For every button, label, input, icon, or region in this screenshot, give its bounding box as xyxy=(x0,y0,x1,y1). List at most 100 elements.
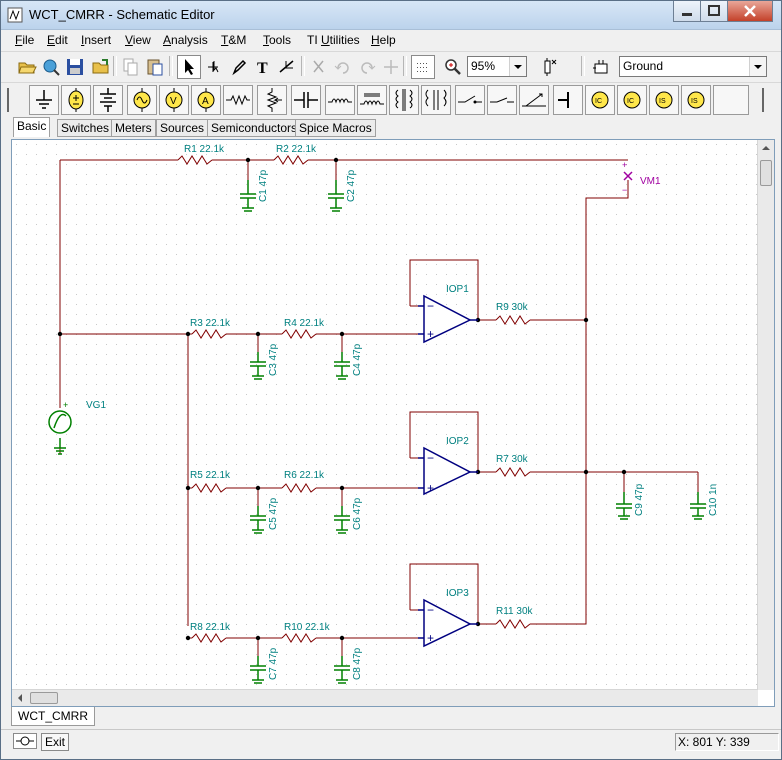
tab-sources[interactable]: Sources xyxy=(156,119,209,137)
palette-empty-slot[interactable] xyxy=(713,85,749,115)
exit-button[interactable]: Exit xyxy=(41,733,70,751)
resistor-r2[interactable] xyxy=(273,155,309,165)
capacitor-c10[interactable] xyxy=(690,492,706,520)
scroll-up-icon[interactable] xyxy=(758,140,774,156)
tab-spice-macros[interactable]: Spice Macros xyxy=(295,119,376,137)
resistor-r1[interactable] xyxy=(177,155,213,165)
zoom-button[interactable] xyxy=(441,55,465,79)
tab-semiconductors[interactable]: Semiconductors xyxy=(207,119,302,137)
palette-current-source-1[interactable]: IS xyxy=(649,85,679,115)
menu-edit[interactable]: Edit xyxy=(47,33,68,47)
resistor-r5[interactable] xyxy=(191,483,227,493)
cut-button[interactable] xyxy=(307,55,331,79)
palette-varactor[interactable] xyxy=(519,85,549,115)
palette-potentiometer[interactable] xyxy=(257,85,287,115)
palette-dc-voltage[interactable] xyxy=(93,85,123,115)
palette-sine-source[interactable] xyxy=(127,85,157,115)
select-tool-button[interactable] xyxy=(177,55,201,79)
capacitor-c6[interactable] xyxy=(334,506,350,534)
voltmeter-vm1[interactable]: + − xyxy=(622,160,633,195)
schematic-view-icon[interactable] xyxy=(13,733,37,749)
capacitor-c1[interactable] xyxy=(240,180,256,212)
resistor-r9[interactable] xyxy=(495,315,531,325)
palette-inductor[interactable] xyxy=(325,85,355,115)
place-component-button[interactable] xyxy=(537,55,561,79)
sheet-tab[interactable]: WCT_CMRR xyxy=(11,707,95,726)
palette-ammeter[interactable]: A xyxy=(191,85,221,115)
palette-scroll-right[interactable] xyxy=(759,85,771,115)
palette-switch-2[interactable] xyxy=(487,85,517,115)
source-vg1[interactable]: + xyxy=(48,400,72,455)
menu-view[interactable]: View xyxy=(125,33,151,47)
capacitor-c8[interactable] xyxy=(334,656,350,684)
zoom-select[interactable]: 95% xyxy=(467,56,527,77)
capacitor-c5[interactable] xyxy=(250,506,266,534)
palette-resistor[interactable] xyxy=(223,85,253,115)
grid-toggle-button[interactable] xyxy=(411,55,435,79)
palette-scroll-left[interactable] xyxy=(5,85,15,115)
palette-transformer[interactable] xyxy=(389,85,419,115)
tab-basic[interactable]: Basic xyxy=(13,117,51,137)
vertical-scrollbar[interactable] xyxy=(757,140,774,690)
resistor-r3[interactable] xyxy=(191,329,227,339)
close-button[interactable] xyxy=(727,1,773,22)
paste-button[interactable] xyxy=(143,55,167,79)
capacitor-c3[interactable] xyxy=(250,352,266,380)
text-tool-button[interactable]: T xyxy=(251,55,275,79)
palette-terminal[interactable] xyxy=(553,85,583,115)
maximize-button[interactable] xyxy=(700,1,728,22)
menu-ti-utilities[interactable]: TI Utilities xyxy=(307,33,360,47)
resistor-r8[interactable] xyxy=(191,633,227,643)
scroll-left-icon[interactable] xyxy=(12,690,28,706)
resistor-r6[interactable] xyxy=(281,483,317,493)
save-button[interactable] xyxy=(63,55,87,79)
opamp-iop3[interactable] xyxy=(418,598,478,648)
resistor-r4[interactable] xyxy=(281,329,317,339)
capacitor-c7[interactable] xyxy=(250,656,266,684)
menu-analysis[interactable]: Analysis xyxy=(163,33,208,47)
minimize-button[interactable] xyxy=(673,1,701,22)
open-project-button[interactable] xyxy=(89,55,113,79)
opamp-iop2[interactable] xyxy=(418,446,478,496)
schematic-drawing[interactable]: − + − + − + + + − R1 22.1k xyxy=(12,140,758,690)
palette-coupled-inductor[interactable] xyxy=(421,85,451,115)
node-button[interactable] xyxy=(379,55,403,79)
tab-meters[interactable]: Meters xyxy=(111,119,156,137)
palette-battery[interactable] xyxy=(61,85,91,115)
delete-wire-button[interactable] xyxy=(275,55,299,79)
undo-button[interactable] xyxy=(331,55,355,79)
menu-file[interactable]: File xyxy=(15,33,35,47)
copy-button[interactable] xyxy=(119,55,143,79)
open-web-button[interactable] xyxy=(39,55,63,79)
horizontal-scrollbar[interactable] xyxy=(12,689,758,706)
resistor-r7[interactable] xyxy=(495,467,531,477)
schematic-canvas[interactable]: − + − + − + + + − R1 22.1k xyxy=(11,139,775,707)
component-pointer-button[interactable] xyxy=(589,55,613,79)
tab-switches[interactable]: Switches xyxy=(57,119,114,137)
menu-tools[interactable]: Tools xyxy=(263,33,292,47)
palette-switch[interactable] xyxy=(455,85,485,115)
redo-button[interactable] xyxy=(355,55,379,79)
wire-tool-button[interactable] xyxy=(201,55,225,79)
open-button[interactable] xyxy=(15,55,39,79)
capacitor-c9[interactable] xyxy=(616,492,632,520)
zoom-dropdown-arrow[interactable] xyxy=(509,57,526,76)
palette-voltmeter[interactable]: V xyxy=(159,85,189,115)
palette-ground[interactable] xyxy=(29,85,59,115)
menu-help[interactable]: Help xyxy=(371,33,396,47)
palette-current-source-2[interactable]: IS xyxy=(681,85,711,115)
horizontal-scroll-thumb[interactable] xyxy=(30,692,58,704)
pen-tool-button[interactable] xyxy=(227,55,251,79)
palette-current-controlled-1[interactable]: IC xyxy=(585,85,615,115)
resistor-r10[interactable] xyxy=(281,633,317,643)
palette-current-controlled-2[interactable]: IC xyxy=(617,85,647,115)
vertical-scroll-thumb[interactable] xyxy=(760,160,772,186)
capacitor-c2[interactable] xyxy=(328,180,344,212)
component-dropdown-arrow[interactable] xyxy=(749,57,766,76)
palette-capacitor[interactable] xyxy=(291,85,321,115)
capacitor-c4[interactable] xyxy=(334,352,350,380)
menu-tm[interactable]: T&M xyxy=(221,33,247,47)
opamp-iop1[interactable] xyxy=(418,294,478,344)
menu-insert[interactable]: Insert xyxy=(81,33,112,47)
palette-core-inductor[interactable] xyxy=(357,85,387,115)
